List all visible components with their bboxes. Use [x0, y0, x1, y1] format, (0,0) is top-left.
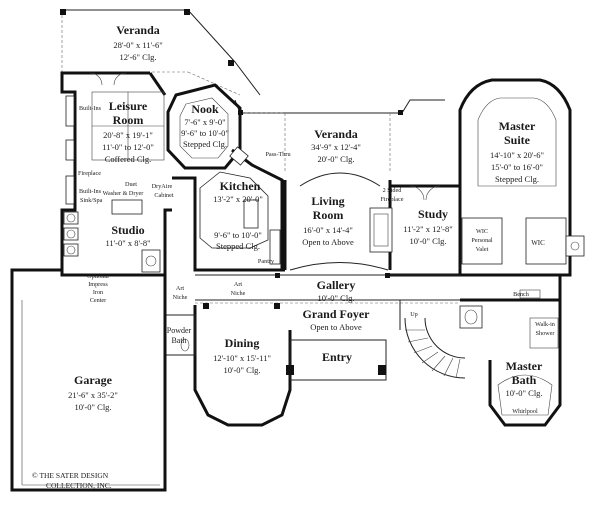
leisure-clg-2: Coffered Clg.	[105, 154, 152, 164]
leisure-dim: 20'-8" x 19'-1"	[103, 130, 153, 140]
master-suite-name-1: Master	[499, 119, 536, 133]
optional-4: Center	[90, 297, 107, 304]
nook-walls	[166, 83, 242, 170]
personal-label: Personal	[471, 237, 493, 244]
leisure-clg-1: 11'-0" to 12'-0"	[102, 142, 154, 152]
nook-clg-2: Stepped Clg.	[183, 139, 227, 149]
garage-dim: 21'-6" x 35'-2"	[68, 390, 118, 400]
gallery-name: Gallery	[317, 278, 356, 292]
grand-foyer-walls	[399, 300, 466, 379]
master-suite-clg-1: 15'-0" to 16'-0"	[491, 162, 543, 172]
study-clg: 10'-0" Clg.	[409, 236, 446, 246]
living-room-walls	[283, 180, 393, 271]
duet-label: Duet	[125, 181, 137, 188]
living-dim: 16'-0" x 14'-4"	[303, 225, 353, 235]
studio-name: Studio	[111, 223, 144, 237]
study-dim: 11'-2" x 12'-8"	[403, 224, 452, 234]
veranda-mid-name: Veranda	[314, 127, 358, 141]
master-bath-clg: 10'-0" Clg.	[505, 388, 542, 398]
veranda-mid-clg: 20'-0" Clg.	[317, 154, 354, 164]
kitchen-dim: 13'-2" x 20'-0"	[213, 194, 263, 204]
powder-bath-walls	[164, 314, 196, 356]
copyright-line-2: COLLECTION, INC.	[46, 481, 112, 490]
dining-walls	[193, 303, 292, 427]
copyright-line-1: © THE SATER DESIGN	[32, 471, 109, 480]
bench-label: Bench	[513, 291, 530, 298]
leisure-name-1: Leisure	[109, 99, 148, 113]
study-name: Study	[418, 207, 448, 221]
veranda-top-area	[60, 9, 261, 96]
dryaire-label: DryAire	[152, 183, 173, 190]
pantry-label: Pantry	[258, 258, 275, 265]
leisure-name-2: Room	[113, 113, 144, 127]
cabinet-label: Cabinet	[154, 192, 174, 199]
nook-dim: 7'-6" x 9'-0"	[184, 117, 225, 127]
shower-label: Shower	[536, 330, 555, 337]
valet-label: Valet	[476, 246, 489, 253]
wic-personal-label: WIC	[476, 228, 488, 235]
powder-name-2: Bath	[171, 336, 186, 345]
kitchen-name: Kitchen	[220, 179, 261, 193]
veranda-mid-dim: 34'-9" x 12'-4"	[311, 142, 361, 152]
walk-in-label: Walk-in	[535, 321, 555, 328]
optional-1: Optional	[87, 273, 109, 280]
living-clg: Open to Above	[302, 237, 354, 247]
living-name-2: Room	[313, 208, 344, 222]
study-walls	[390, 184, 503, 277]
dining-clg: 10'-0" Clg.	[223, 365, 260, 375]
up-label: Up	[410, 311, 418, 318]
gallery-clg: 10'-0" Clg.	[317, 293, 354, 303]
studio-dim: 11'-0" x 8'-8"	[105, 238, 150, 248]
kitchen-walls	[172, 146, 285, 272]
kitchen-clg-1: 9'-6" to 10'-0"	[214, 230, 262, 240]
master-suite-clg-2: Stepped Clg.	[495, 174, 539, 184]
garage-clg: 10'-0" Clg.	[74, 402, 111, 412]
master-suite-walls	[458, 78, 585, 277]
kitchen-clg-2: Stepped Clg.	[216, 241, 260, 251]
garage-name: Garage	[74, 373, 113, 387]
nook-clg-1: 9'-6" to 10'-0"	[181, 128, 229, 138]
optional-2: Impress	[88, 281, 108, 288]
art-niche-1b: Niche	[173, 294, 188, 301]
art-niche-2b: Niche	[231, 290, 246, 297]
veranda-top-dim: 28'-0" x 11'-6"	[113, 40, 162, 50]
leisure-room-walls	[60, 71, 167, 228]
built-ins-label: Built-Ins	[79, 105, 102, 112]
dining-dim: 12'-10" x 15'-11"	[213, 353, 271, 363]
optional-3: Iron	[93, 289, 103, 296]
two-sided-label: 2 Sided	[383, 187, 403, 194]
grand-foyer-name: Grand Foyer	[303, 307, 371, 321]
veranda-top-clg: 12'-6" Clg.	[119, 52, 156, 62]
garage-walls	[10, 268, 167, 492]
art-niche-2a: Art	[234, 281, 243, 288]
powder-name-1: Powder	[167, 326, 192, 335]
whirlpool-label: Whirlpool	[512, 408, 538, 415]
fireplace-label: Fireplace	[78, 170, 101, 177]
dining-name: Dining	[225, 336, 260, 350]
fireplace2-label: Fireplace	[380, 196, 403, 203]
wic-label: WIC	[531, 239, 545, 247]
nook-name: Nook	[191, 102, 219, 116]
entry-name: Entry	[322, 350, 352, 364]
master-suite-dim: 14'-10" x 20'-6"	[490, 150, 544, 160]
built-ins-sink-label: Built-Ins	[79, 188, 102, 195]
master-bath-name-1: Master	[506, 359, 543, 373]
grand-foyer-clg: Open to Above	[310, 322, 362, 332]
master-bath-name-2: Bath	[512, 373, 537, 387]
pass-thru-label: Pass-Thru	[265, 151, 290, 158]
master-suite-name-2: Suite	[504, 133, 531, 147]
art-niche-1a: Art	[176, 285, 185, 292]
veranda-top-name: Veranda	[116, 23, 160, 37]
bench-area	[519, 275, 562, 300]
entry-walls	[286, 339, 387, 381]
living-name-1: Living	[311, 194, 344, 208]
washer-dryer-label: Washer & Dryer	[103, 190, 144, 197]
sink-spa-label: Sink/Spa	[80, 197, 103, 204]
